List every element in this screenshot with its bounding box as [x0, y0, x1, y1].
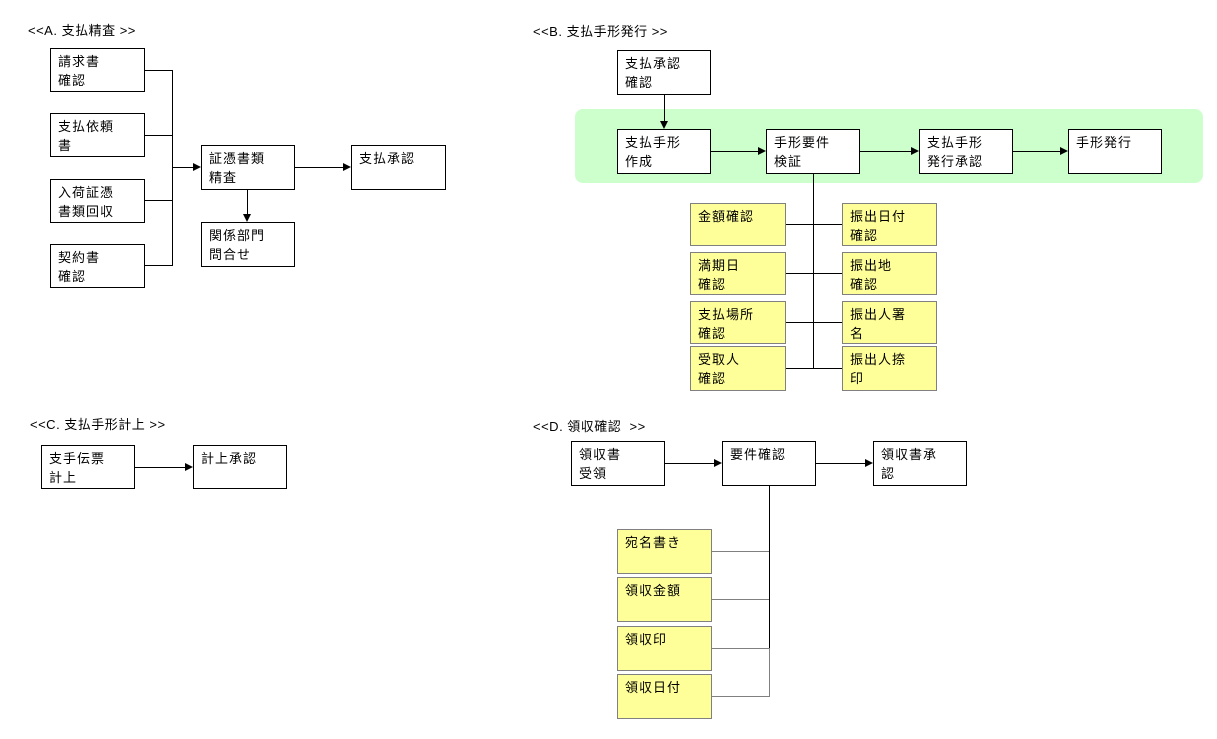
node-receiving-evidence-collect: 入荷証憑 書類回収 [50, 179, 145, 223]
arrowhead [343, 163, 351, 171]
check-issue-place: 振出地 確認 [842, 252, 937, 295]
node-note-create: 支払手形 作成 [617, 129, 711, 174]
arrowhead [185, 463, 193, 471]
connector-line [786, 224, 842, 225]
connector-line [816, 463, 865, 464]
check-issue-date: 振出日付 確認 [842, 203, 937, 246]
connector-line [247, 190, 248, 215]
connector-line [172, 167, 193, 168]
connector-line [665, 463, 714, 464]
connector-line [145, 200, 172, 201]
connector-line [135, 467, 185, 468]
connector-line [295, 167, 343, 168]
connector-line [786, 368, 842, 369]
arrowhead [714, 459, 722, 467]
connector-line-gray [712, 599, 769, 600]
check-due-date: 満期日 確認 [690, 252, 786, 295]
node-evidence-review: 証憑書類 精査 [201, 145, 295, 190]
check-payee: 受取人 確認 [690, 346, 786, 391]
node-payment-approval: 支払承認 [351, 145, 446, 190]
arrowhead [660, 121, 668, 129]
connector-line [145, 265, 172, 266]
connector-line-gray [712, 551, 769, 552]
node-invoice-check: 請求書 確認 [50, 48, 145, 92]
check-addressee: 宛名書き [617, 529, 712, 574]
connector-line-gray [712, 648, 769, 649]
arrowhead [911, 147, 919, 155]
arrowhead [865, 459, 873, 467]
node-note-issue-approval: 支払手形 発行承認 [919, 129, 1013, 174]
node-entry-approval: 計上承認 [193, 445, 287, 489]
check-payment-place: 支払場所 確認 [690, 301, 786, 344]
connector-line [172, 70, 173, 266]
node-payment-request-doc: 支払依頼 書 [50, 113, 145, 157]
check-receipt-seal: 領収印 [617, 626, 712, 671]
connector-line [145, 70, 172, 71]
connector-line [786, 273, 842, 274]
node-note-voucher-entry: 支手伝票 計上 [41, 445, 135, 489]
node-receipt-receive: 領収書 受領 [571, 441, 665, 486]
connector-line [664, 95, 665, 121]
connector-line [145, 135, 172, 136]
node-requirements-check: 要件確認 [722, 441, 816, 486]
connector-line [769, 486, 770, 648]
section-c-title: <<C. 支払手形計上 >> [30, 417, 166, 432]
node-contract-check: 契約書 確認 [50, 244, 145, 288]
connector-line [813, 174, 814, 369]
node-note-requirements-verify: 手形要件 検証 [766, 129, 860, 174]
check-drawer-seal: 振出人捺 印 [842, 346, 937, 391]
connector-line [711, 151, 758, 152]
connector-line-gray [769, 648, 770, 697]
node-payment-approval-check: 支払承認 確認 [617, 50, 711, 95]
arrowhead [193, 163, 201, 171]
section-b-title: <<B. 支払手形発行 >> [533, 24, 668, 39]
connector-line [786, 322, 842, 323]
node-receipt-approval: 領収書承 認 [873, 441, 967, 486]
node-note-issue: 手形発行 [1068, 129, 1162, 174]
connector-line [1013, 151, 1060, 152]
check-receipt-amount: 領収金額 [617, 577, 712, 622]
check-amount: 金額確認 [690, 203, 786, 246]
arrowhead [1060, 147, 1068, 155]
check-receipt-date: 領収日付 [617, 674, 712, 719]
arrowhead [758, 147, 766, 155]
connector-line [860, 151, 911, 152]
section-d-title: <<D. 領収確認 >> [533, 419, 646, 434]
arrowhead [243, 214, 251, 222]
node-related-dept-inquiry: 関係部門 問合せ [201, 222, 295, 267]
check-drawer-signature: 振出人署 名 [842, 301, 937, 344]
section-a-title: <<A. 支払精査 >> [28, 23, 136, 38]
connector-line-gray [712, 696, 769, 697]
